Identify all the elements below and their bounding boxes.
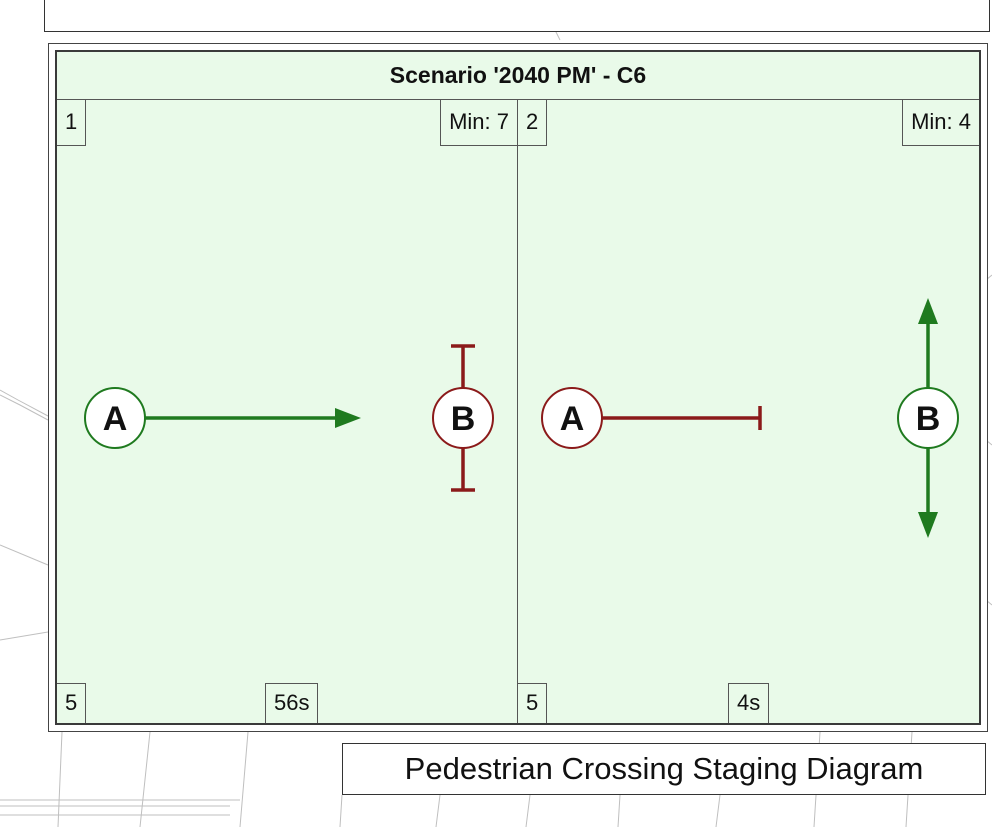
stage-min: Min: 7 xyxy=(440,100,517,146)
stage-min: Min: 4 xyxy=(902,100,979,146)
stage-bottom-left: 5 xyxy=(57,683,87,723)
stage-1-graphics: A B xyxy=(84,344,494,492)
node-a xyxy=(84,387,146,449)
stage-number: 1 xyxy=(57,100,87,146)
header-box xyxy=(44,0,990,32)
stage-bottom-left: 5 xyxy=(518,683,548,723)
stage-1: A B 1 Min: 7 5 56s xyxy=(57,100,518,723)
node-b-label: B xyxy=(451,400,476,438)
node-b xyxy=(432,387,494,449)
node-a-label: A xyxy=(103,400,128,438)
diagram-panel: Scenario '2040 PM' - C6 A B 1 Min: 7 xyxy=(55,50,981,725)
staging-diagram: Scenario '2040 PM' - C6 A B 1 Min: 7 xyxy=(48,43,988,732)
node-b xyxy=(897,387,959,449)
stage-duration: 56s xyxy=(265,683,319,723)
diagram-title: Scenario '2040 PM' - C6 xyxy=(57,52,979,100)
diagram-caption: Pedestrian Crossing Staging Diagram xyxy=(342,743,986,795)
stage-duration: 4s xyxy=(728,683,770,723)
stage-2: A B 2 Min: 4 5 4s xyxy=(518,100,979,723)
node-a-label: A xyxy=(560,400,585,438)
node-a xyxy=(541,387,603,449)
stage-2-graphics: A B xyxy=(541,298,959,538)
arrow-head-down xyxy=(918,512,938,538)
arrow-head-up xyxy=(918,298,938,324)
node-b-label: B xyxy=(916,400,941,438)
arrow-head-right xyxy=(335,408,361,428)
stage-number: 2 xyxy=(518,100,548,146)
